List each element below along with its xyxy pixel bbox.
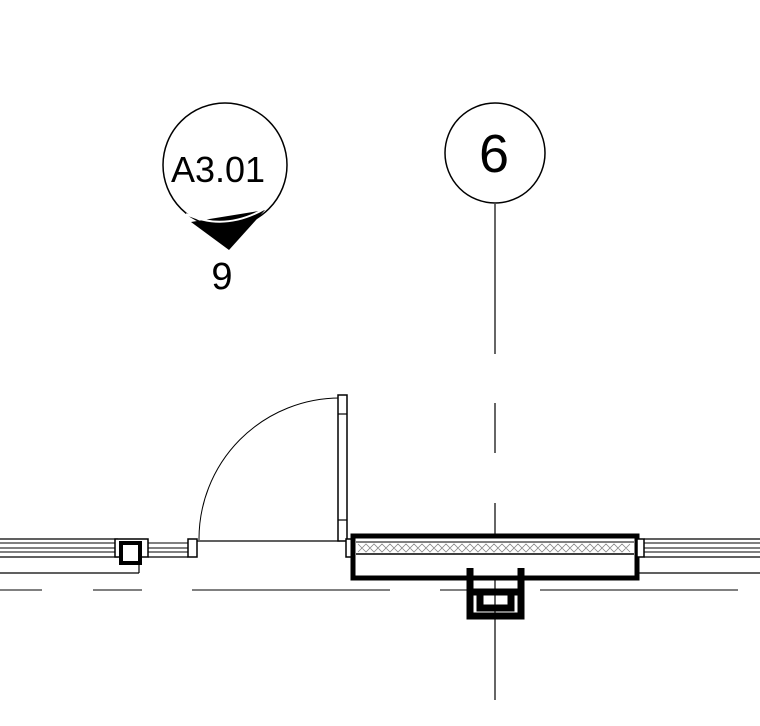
door-jamb-left <box>187 538 198 558</box>
left-wall <box>0 538 188 574</box>
panel-outline <box>350 533 640 581</box>
bracket-body <box>466 568 525 620</box>
insulation-hatch <box>357 543 631 553</box>
insulated-wall-panel <box>350 533 640 581</box>
grid-bubble-circle <box>444 102 546 204</box>
grid-bubble-label: 6 <box>479 124 509 184</box>
post-core <box>119 541 142 565</box>
section-detail-number: 9 <box>211 256 232 298</box>
wall-end-cap <box>636 538 645 558</box>
section-sheet-number: A3.01 <box>171 149 265 190</box>
section-marker-arrow-notch <box>185 207 267 223</box>
column-post <box>114 538 149 565</box>
door-swing-arc <box>198 397 341 541</box>
door-leaf <box>337 394 348 542</box>
column-bracket <box>466 568 525 620</box>
right-wall <box>636 538 760 574</box>
grid-bubble[interactable]: 6 <box>444 102 546 204</box>
section-marker[interactable]: A3.01 9 <box>162 102 288 298</box>
door <box>197 394 354 558</box>
